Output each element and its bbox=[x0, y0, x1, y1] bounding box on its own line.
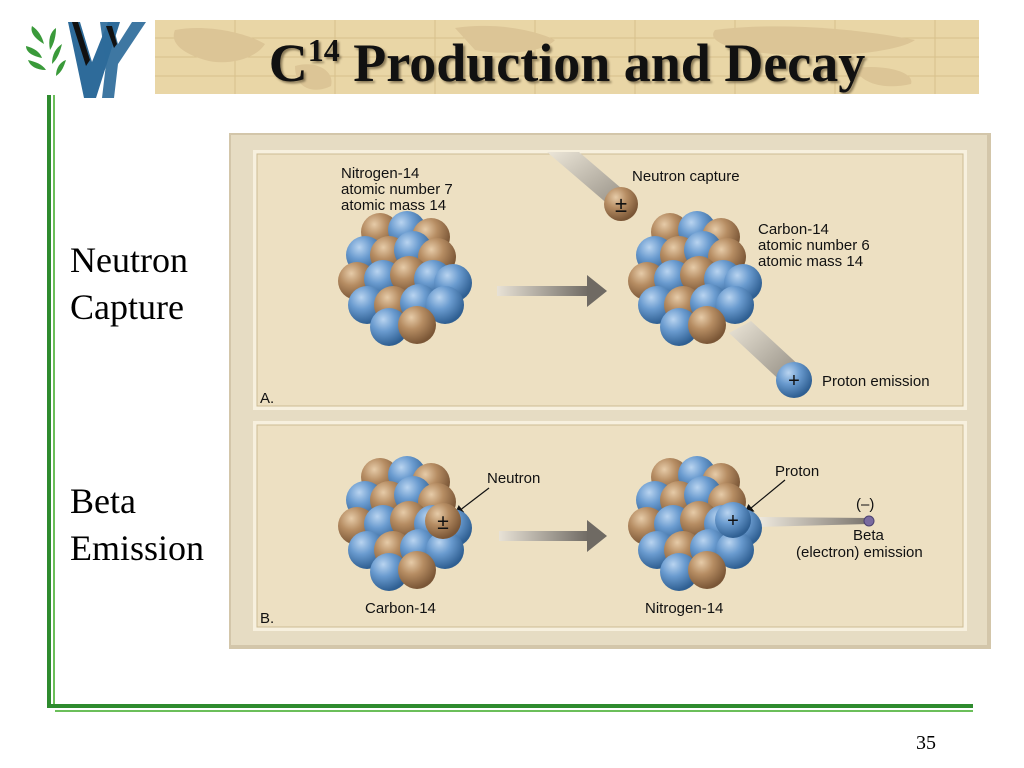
beta-emission-label: Beta Emission bbox=[70, 478, 204, 572]
neutron-sphere bbox=[398, 551, 436, 589]
proton-sphere bbox=[370, 553, 408, 591]
marked-proton-symbol: + bbox=[727, 510, 739, 532]
panel-a: ± Nitrogen-14 atomic number 7 atomic mas… bbox=[253, 150, 967, 410]
marked-neutron-symbol: ± bbox=[437, 511, 449, 534]
incoming-neutron: ± bbox=[604, 187, 638, 221]
nitrogen14-name: Nitrogen-14 bbox=[341, 165, 419, 182]
beta-emission-label-line2: Emission bbox=[70, 528, 205, 568]
panel-b-letter: B. bbox=[260, 610, 274, 627]
carbon14-atomic-mass: atomic mass 14 bbox=[758, 253, 863, 270]
reaction-arrow-a bbox=[497, 275, 607, 307]
frame-bottom-border bbox=[47, 704, 973, 708]
neutron-symbol: ± bbox=[615, 192, 627, 217]
title-banner: C14 Production and Decay bbox=[155, 20, 979, 94]
nitrogen14-nucleus-a bbox=[338, 211, 472, 346]
proton-sphere bbox=[426, 286, 464, 324]
title-superscript: 14 bbox=[307, 32, 340, 68]
reaction-arrow-b bbox=[499, 520, 607, 552]
neutron-callout-line bbox=[454, 487, 490, 515]
carbon14-atomic-number: atomic number 6 bbox=[758, 237, 870, 254]
carbon14-name: Carbon-14 bbox=[758, 221, 829, 238]
nuclei-layer bbox=[338, 211, 762, 591]
neutron-sphere bbox=[398, 306, 436, 344]
neutron-capture-label-line1: Neutron bbox=[70, 240, 188, 280]
proton-callout-line bbox=[744, 479, 786, 514]
proton-sphere bbox=[370, 308, 408, 346]
nitrogen14-label: Nitrogen-14 bbox=[645, 600, 723, 617]
frame-left-inner-border bbox=[53, 95, 55, 708]
beta-trail bbox=[757, 517, 869, 527]
world-map-background bbox=[155, 20, 979, 94]
nitrogen14-atomic-number: atomic number 7 bbox=[341, 181, 453, 198]
carbon14-nucleus-a bbox=[628, 211, 762, 346]
marked-neutron: ± bbox=[425, 503, 461, 539]
proton-sphere bbox=[426, 531, 464, 569]
marked-proton: + bbox=[715, 502, 751, 538]
frame-bottom-inner-border bbox=[55, 710, 973, 712]
title-element-symbol: C bbox=[268, 33, 308, 93]
neutron-sphere bbox=[688, 551, 726, 589]
proton-sphere bbox=[660, 308, 698, 346]
carbon14-label: Carbon-14 bbox=[365, 600, 436, 617]
beta-emission-label-line1: Beta bbox=[70, 481, 136, 521]
proton-sphere bbox=[660, 553, 698, 591]
beta-emission-line2: (electron) emission bbox=[796, 544, 923, 561]
neutron-capture-label-line2: Capture bbox=[70, 287, 184, 327]
panel-a-letter: A. bbox=[260, 390, 274, 407]
proton-sphere bbox=[716, 286, 754, 324]
page-number: 35 bbox=[916, 732, 936, 754]
neutron-callout: Neutron bbox=[487, 470, 540, 487]
beta-emission-line1: Beta bbox=[853, 527, 885, 544]
title-text: Production and Decay bbox=[339, 33, 866, 93]
nitrogen14-atomic-mass: atomic mass 14 bbox=[341, 197, 446, 214]
emitted-proton: + bbox=[776, 362, 812, 398]
emitted-proton-symbol: + bbox=[788, 370, 800, 392]
carbon14-nucleus-b bbox=[338, 456, 472, 591]
frame-left-border bbox=[47, 95, 51, 708]
beta-charge-label: (–) bbox=[856, 496, 874, 513]
proton-emission-caption: Proton emission bbox=[822, 373, 930, 390]
proton-callout: Proton bbox=[775, 463, 819, 480]
neutron-capture-caption: Neutron capture bbox=[632, 168, 740, 185]
neutron-sphere bbox=[688, 306, 726, 344]
neutron-capture-label: Neutron Capture bbox=[70, 237, 188, 331]
beta-electron bbox=[863, 515, 875, 527]
slide-title: C14 Production and Decay bbox=[155, 33, 979, 93]
nuclear-reaction-figure: ± Nitrogen-14 atomic number 7 atomic mas… bbox=[229, 133, 991, 649]
logo bbox=[26, 22, 146, 98]
proton-sphere bbox=[716, 531, 754, 569]
panel-b: Neutron Proton (–) Beta (electron) emiss… bbox=[253, 421, 967, 631]
